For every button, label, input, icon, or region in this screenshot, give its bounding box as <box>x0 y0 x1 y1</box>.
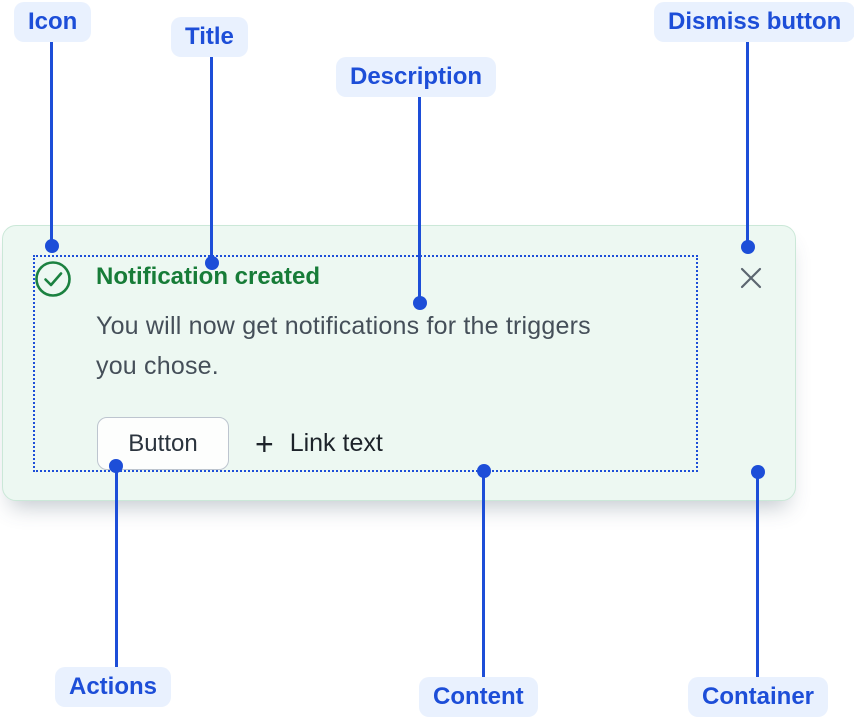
dismiss-pointer-line <box>746 42 749 247</box>
icon-pointer-dot <box>45 239 59 253</box>
annotation-label-description: Description <box>336 57 497 97</box>
flag-description-line-1: You will now get notifications for the t… <box>96 312 591 340</box>
cross-icon <box>739 266 763 290</box>
content-region-outline <box>33 255 698 472</box>
dismiss-button[interactable] <box>734 261 768 295</box>
title-pointer-dot <box>205 256 219 270</box>
title-pointer-line <box>210 57 213 263</box>
actions-pointer-dot <box>109 459 123 473</box>
plus-icon: + <box>255 425 274 462</box>
annotation-label-title: Title <box>171 17 248 57</box>
description-pointer-dot <box>413 296 427 310</box>
container-pointer-line <box>756 472 759 677</box>
annotation-label-dismiss: Dismiss button <box>654 2 854 42</box>
flag-description: You will now get notifications for the t… <box>96 306 716 386</box>
flag-container: Notification created You will now get no… <box>2 225 796 501</box>
description-pointer-line <box>418 97 421 303</box>
content-pointer-dot <box>477 464 491 478</box>
container-pointer-dot <box>751 465 765 479</box>
flag-action-link[interactable]: + Link text <box>255 428 383 460</box>
flag-link-label: Link text <box>289 429 383 457</box>
flag-actions: Button + Link text <box>97 417 383 470</box>
content-pointer-line <box>482 471 485 677</box>
annotation-label-icon: Icon <box>14 2 92 42</box>
icon-pointer-line <box>50 42 53 246</box>
annotation-label-actions: Actions <box>55 667 172 707</box>
dismiss-pointer-dot <box>741 240 755 254</box>
actions-pointer-line <box>115 466 118 667</box>
annotation-label-container: Container <box>688 677 829 717</box>
flag-description-line-2: you chose. <box>96 352 219 380</box>
check-circle-icon <box>34 260 72 298</box>
annotation-label-content: Content <box>419 677 538 717</box>
